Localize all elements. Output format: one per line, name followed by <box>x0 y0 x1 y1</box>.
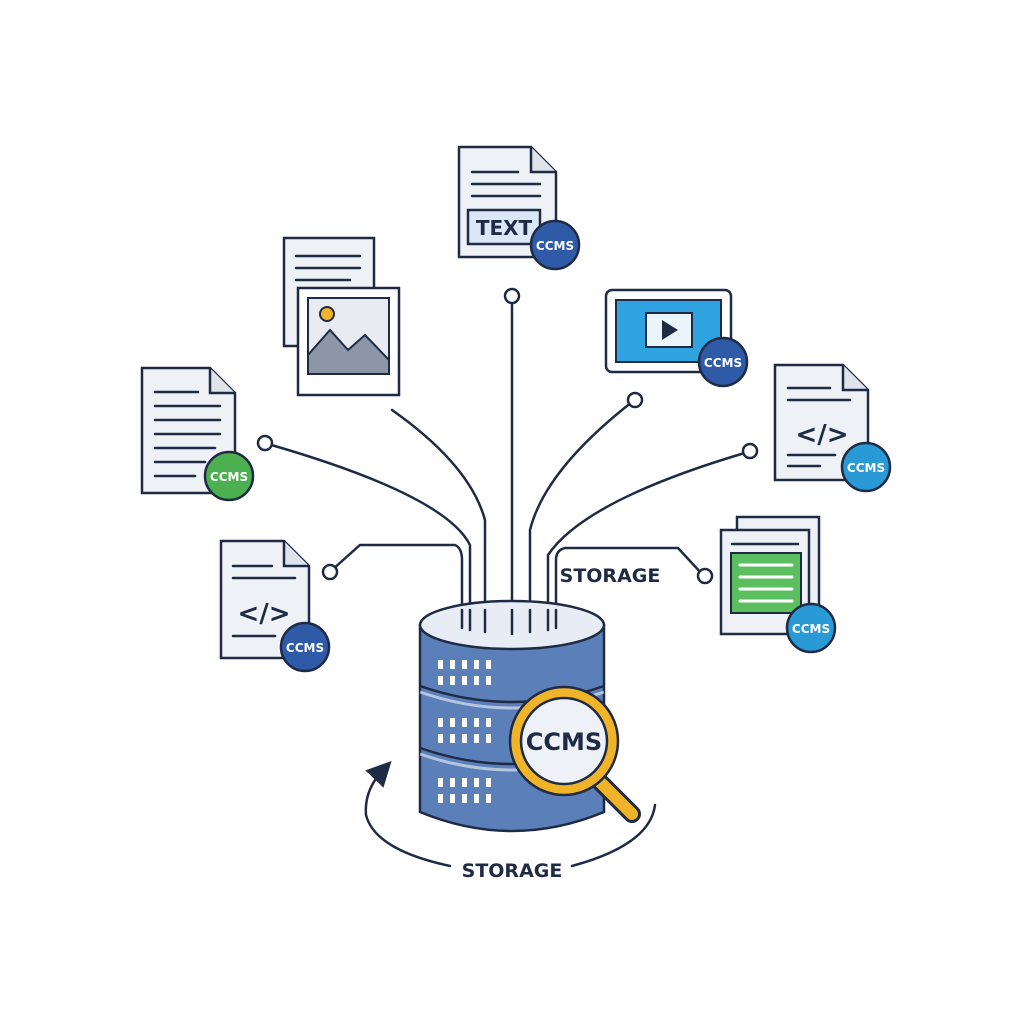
video-player <box>604 288 733 374</box>
badge-label: CCMS <box>210 470 248 484</box>
node-video <box>626 391 644 409</box>
cycle-arrow <box>364 760 657 868</box>
text-doc-label: TEXT <box>476 216 533 240</box>
code-document-left: </> <box>219 539 311 660</box>
badge-label: CCMS <box>286 641 324 655</box>
badge-code-right: CCMS <box>840 441 892 493</box>
badge-text-doc: CCMS <box>529 219 581 271</box>
lens-label: CCMS <box>526 728 602 756</box>
connector-nodes <box>256 287 759 585</box>
connector-code-right <box>546 450 750 627</box>
badge-label: CCMS <box>704 356 742 370</box>
storage-label-right: STORAGE <box>560 565 661 587</box>
node-plain-doc <box>256 434 274 452</box>
connector-code-left <box>330 543 464 627</box>
storage-label-bottom: STORAGE <box>462 860 563 882</box>
badge-video: CCMS <box>697 336 749 388</box>
connector-lines <box>266 300 750 627</box>
spreadsheet-document <box>719 515 821 636</box>
code-glyph: </> <box>237 599 290 629</box>
badge-label: CCMS <box>536 239 574 253</box>
connector-spreadsheet <box>554 546 705 627</box>
connector-video <box>528 400 634 627</box>
badge-plain-doc: CCMS <box>203 450 255 502</box>
node-center <box>503 287 521 305</box>
connector-image <box>390 408 487 627</box>
code-document-right: </> <box>773 363 870 482</box>
connector-plain-doc <box>266 442 472 627</box>
node-code-right <box>741 442 759 460</box>
magnifier: CCMS <box>508 685 641 823</box>
sun <box>319 306 335 322</box>
node-code-left <box>321 563 339 581</box>
node-spreadsheet <box>696 567 714 585</box>
badge-spreadsheet: CCMS <box>785 602 837 654</box>
text-document: TEXT <box>457 145 558 259</box>
badge-code-left: CCMS <box>279 621 331 673</box>
code-glyph: </> <box>795 420 848 450</box>
badge-label: CCMS <box>847 461 885 475</box>
image-document <box>282 236 401 397</box>
badge-label: CCMS <box>792 622 830 636</box>
